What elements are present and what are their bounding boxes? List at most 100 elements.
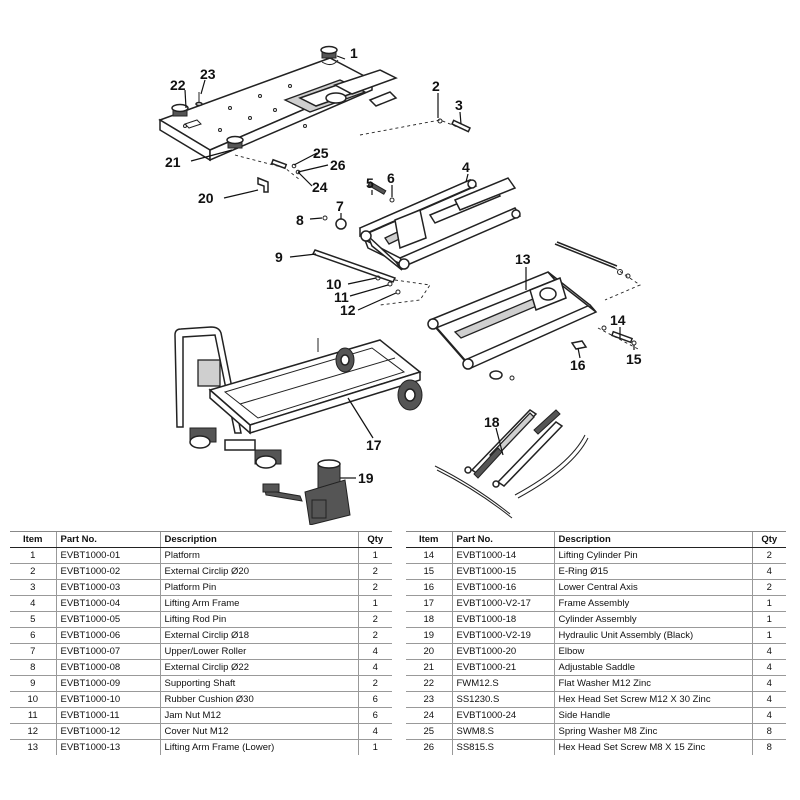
header-description: Description (159, 531, 358, 548)
callout-4: 4 (462, 159, 470, 175)
cell-qty: 4 (357, 643, 392, 660)
supporting-shaft-drawing (311, 249, 431, 306)
cell-description: Lifting Arm Frame (159, 595, 358, 612)
exploded-parts-diagram: 1 2 3 4 5 6 7 8 9 10 11 12 13 14 15 16 1… (158, 45, 642, 525)
cell-description: Rubber Cushion Ø30 (159, 691, 358, 708)
cell-description: External Circlip Ø22 (159, 659, 358, 676)
cell-part-no: EVBT1000-10 (55, 691, 160, 708)
cell-part-no: EVBT1000-18 (451, 611, 554, 628)
cell-description: Lifting Arm Frame (Lower) (159, 739, 358, 756)
cell-part-no: EVBT1000-13 (55, 739, 160, 756)
cell-item: 10 (10, 691, 56, 708)
cell-item: 23 (406, 691, 452, 708)
cell-description: E-Ring Ø15 (553, 563, 752, 580)
cell-qty: 1 (357, 547, 392, 564)
callout-15: 15 (626, 351, 642, 367)
cell-part-no: EVBT1000-V2-17 (451, 595, 554, 612)
cell-description: Lifting Rod Pin (159, 611, 358, 628)
cell-description: External Circlip Ø18 (159, 627, 358, 644)
cell-part-no: EVBT1000-14 (451, 547, 554, 564)
cell-qty: 4 (357, 659, 392, 676)
cell-item: 11 (10, 707, 56, 724)
callout-21: 21 (165, 154, 181, 170)
cell-item: 12 (10, 723, 56, 740)
cell-item: 17 (406, 595, 452, 612)
cell-item: 21 (406, 659, 452, 676)
callout-13: 13 (515, 251, 531, 267)
callout-25: 25 (313, 145, 329, 161)
header-qty: Qty (357, 531, 392, 548)
cylinder-pin-drawing (610, 330, 634, 344)
lifting-arm-frame-upper-drawing (358, 177, 522, 271)
cell-description: Adjustable Saddle (553, 659, 752, 676)
callout-20: 20 (198, 190, 214, 206)
header-item: Item (10, 531, 56, 548)
callout-18: 18 (484, 414, 500, 430)
table-header-row: Item Part No. Description Qty (406, 531, 786, 548)
lifting-rod-pin-drawing (367, 181, 387, 195)
callout-22: 22 (170, 77, 186, 93)
cell-qty: 6 (357, 707, 392, 724)
cell-qty: 2 (357, 627, 392, 644)
cell-description: Spring Washer M8 Zinc (553, 723, 752, 740)
cell-part-no: EVBT1000-03 (55, 579, 160, 596)
lower-axis-drawing (570, 340, 588, 350)
cell-item: 15 (406, 563, 452, 580)
cell-description: Supporting Shaft (159, 675, 358, 692)
cell-description: Hydraulic Unit Assembly (Black) (553, 627, 752, 644)
cell-description: Jam Nut M12 (159, 707, 358, 724)
cell-item: 4 (10, 595, 56, 612)
cell-description: Lifting Cylinder Pin (553, 547, 752, 564)
cell-part-no: EVBT1000-16 (451, 579, 554, 596)
callout-24: 24 (312, 179, 328, 195)
callout-10: 10 (326, 276, 342, 292)
cell-item: 16 (406, 579, 452, 596)
cell-qty: 2 (357, 579, 392, 596)
cell-qty: 4 (357, 723, 392, 740)
cell-item: 2 (10, 563, 56, 580)
cell-description: Cylinder Assembly (553, 611, 752, 628)
cell-description: Upper/Lower Roller (159, 643, 358, 660)
cell-description: Hex Head Set Screw M8 X 15 Zinc (553, 739, 752, 756)
platform-pin-drawing (359, 118, 471, 136)
callout-14: 14 (610, 312, 626, 328)
frame-assembly-drawing (174, 326, 423, 469)
cell-qty: 2 (357, 675, 392, 692)
callout-19: 19 (358, 470, 374, 486)
callout-5: 5 (366, 175, 374, 191)
cell-qty: 6 (357, 691, 392, 708)
cell-part-no: FWM12.S (451, 675, 554, 692)
cell-item: 8 (10, 659, 56, 676)
cell-item: 14 (406, 547, 452, 564)
cell-part-no: EVBT1000-11 (55, 707, 160, 724)
cell-qty: 4 (751, 643, 786, 660)
cell-part-no: EVBT1000-02 (55, 563, 160, 580)
cell-part-no: EVBT1000-V2-19 (451, 627, 554, 644)
hydraulic-unit-drawing (262, 459, 351, 525)
cell-qty: 8 (751, 723, 786, 740)
cell-qty: 2 (357, 563, 392, 580)
cell-item: 6 (10, 627, 56, 644)
callout-2: 2 (432, 78, 440, 94)
cell-part-no: SS1230.S (451, 691, 554, 708)
